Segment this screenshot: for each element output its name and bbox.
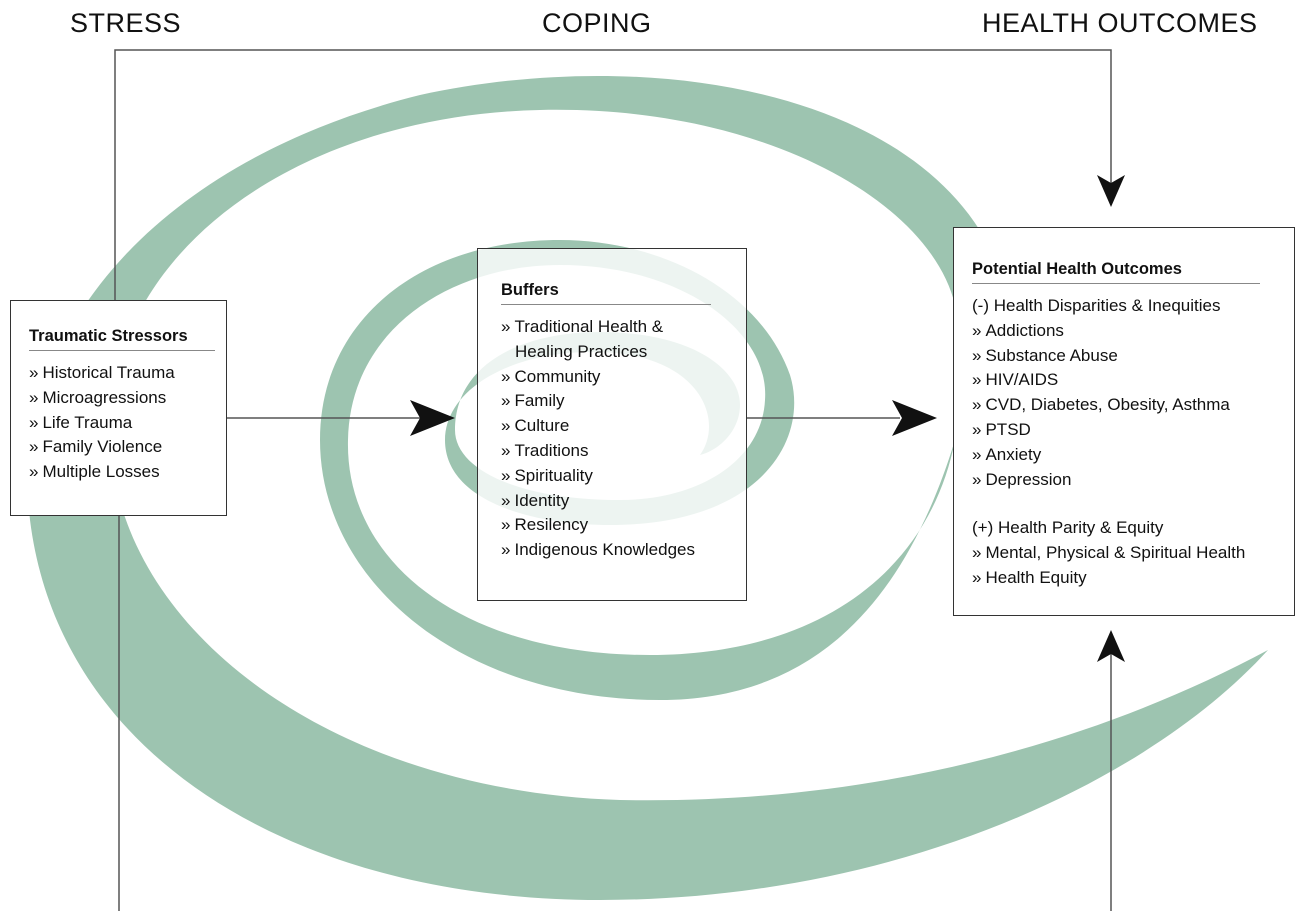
buffers-list: »Traditional Health & Healing Practices … bbox=[501, 315, 746, 563]
buffers-title: Buffers bbox=[501, 281, 711, 305]
buffers-box: Buffers »Traditional Health & Healing Pr… bbox=[477, 248, 747, 601]
list-item: »HIV/AIDS bbox=[972, 370, 1059, 390]
list-item: »Multiple Losses bbox=[29, 462, 160, 482]
arrow-down-icon bbox=[1097, 175, 1125, 207]
list-item: »Family Violence bbox=[29, 437, 163, 457]
traumatic-stressors-title: Traumatic Stressors bbox=[29, 327, 215, 351]
health-outcomes-header: HEALTH OUTCOMES bbox=[982, 8, 1258, 38]
coping-header: COPING bbox=[542, 8, 652, 38]
list-item: »Traditional Health & bbox=[501, 317, 664, 336]
list-item: »Culture bbox=[501, 416, 570, 436]
health-outcomes-box: Potential Health Outcomes (-) Health Dis… bbox=[953, 227, 1295, 616]
arrow-right-icon bbox=[410, 400, 455, 436]
positive-outcomes-list: (+) Health Parity & Equity »Mental, Phys… bbox=[972, 516, 1294, 590]
connector-lines bbox=[114, 49, 1112, 911]
traumatic-stressors-box: Traumatic Stressors »Historical Trauma »… bbox=[10, 300, 227, 516]
negative-heading: (-) Health Disparities & Inequities bbox=[972, 296, 1221, 315]
health-outcomes-title: Potential Health Outcomes bbox=[972, 260, 1260, 284]
list-item: »Mental, Physical & Spiritual Health bbox=[972, 543, 1246, 563]
list-item: »Spirituality bbox=[501, 465, 593, 485]
list-item: »Anxiety bbox=[972, 444, 1042, 464]
list-item: »Depression bbox=[972, 469, 1072, 489]
spacer bbox=[972, 492, 1294, 516]
list-item: »Community bbox=[501, 366, 601, 386]
list-item: »Family bbox=[501, 391, 565, 411]
list-item: »Identity bbox=[501, 490, 570, 510]
arrowheads bbox=[410, 175, 1125, 662]
arrow-up-icon bbox=[1097, 630, 1125, 662]
arrow-right-icon bbox=[892, 400, 937, 436]
stress-header: STRESS bbox=[70, 8, 182, 38]
list-item: »Traditions bbox=[501, 440, 589, 460]
list-item: »Historical Trauma bbox=[29, 363, 175, 382]
list-item: »Addictions bbox=[972, 320, 1064, 340]
stressors-list: »Historical Trauma »Microagressions »Lif… bbox=[29, 361, 226, 485]
list-item: »Indigenous Knowledges bbox=[501, 540, 695, 560]
list-item: »Health Equity bbox=[972, 567, 1087, 587]
list-item: »Substance Abuse bbox=[972, 345, 1118, 365]
positive-heading: (+) Health Parity & Equity bbox=[972, 518, 1164, 538]
negative-outcomes-list: (-) Health Disparities & Inequities »Add… bbox=[972, 294, 1294, 492]
list-item: »Resilency bbox=[501, 515, 589, 535]
top-feedback-line bbox=[114, 49, 1112, 300]
list-item: »Life Trauma bbox=[29, 412, 133, 432]
list-item: »Microagressions bbox=[29, 387, 167, 407]
list-item-continuation: Healing Practices bbox=[515, 341, 648, 361]
list-item: »CVD, Diabetes, Obesity, Asthma bbox=[972, 395, 1230, 415]
list-item: »PTSD bbox=[972, 419, 1031, 439]
